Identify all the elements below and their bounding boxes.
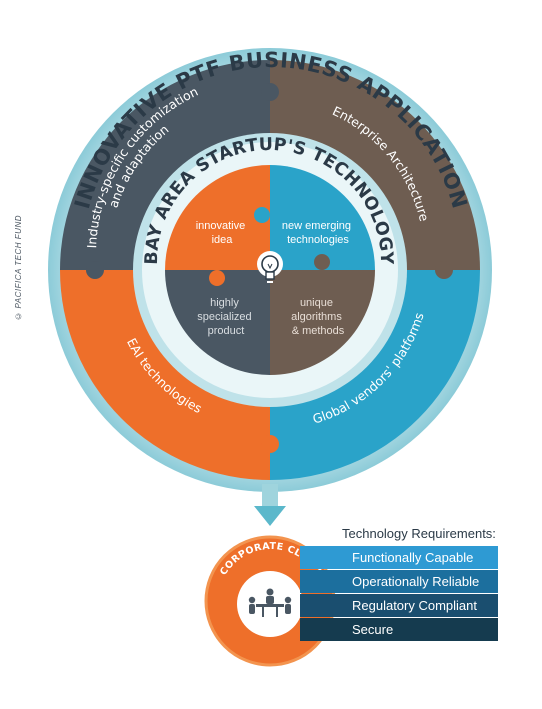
core-bottom-left (165, 270, 270, 375)
outer-puzzle-knobs (86, 83, 453, 453)
core-top-left (165, 165, 270, 270)
svg-text:unique algorithms & me: unique algorithms & methods (291, 297, 345, 337)
lightbulb-icon (257, 251, 283, 283)
svg-text:innovative idea: innovative idea (196, 220, 249, 246)
core-label-br-3: & methods (292, 325, 345, 337)
svg-text:new emerging technologies: new emerging technologies (282, 220, 354, 246)
requirement-functionally-capable: Functionally Capable (300, 546, 498, 569)
svg-text:highly specialized pro: highly specialized product (197, 297, 254, 337)
requirement-operationally-reliable: Operationally Reliable (300, 570, 498, 593)
core-label-br-1: unique (300, 297, 333, 309)
core-top-right (270, 165, 375, 270)
core-label-br-2: algorithms (291, 311, 342, 323)
meeting-people-icon (248, 588, 292, 617)
core-label-tr-1: new emerging (282, 220, 351, 232)
core-bottom-right (270, 270, 375, 375)
copyright-text: © PACIFICA TECH FUND (14, 215, 23, 321)
core-label-bl-2: specialized (197, 311, 251, 323)
core (165, 165, 375, 375)
core-label-tl-2: idea (212, 234, 234, 246)
down-arrow-icon (254, 484, 286, 526)
core-label-tr-2: technologies (287, 234, 349, 246)
core-label-tl-1: innovative (196, 220, 246, 232)
requirement-regulatory-compliant: Regulatory Compliant (300, 594, 498, 617)
requirement-secure: Secure (300, 618, 498, 641)
requirements-title: Technology Requirements: (342, 526, 496, 541)
core-label-bl-1: highly (210, 297, 239, 309)
core-label-bl-3: product (208, 325, 245, 337)
